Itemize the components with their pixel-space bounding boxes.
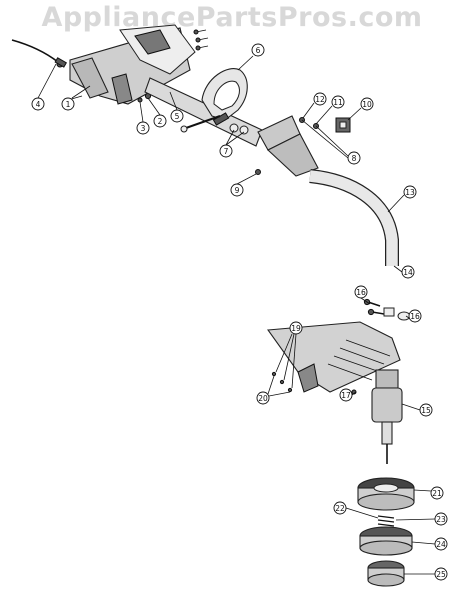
coupler-nut bbox=[255, 169, 261, 175]
callout-4: 4 bbox=[31, 97, 45, 111]
callout-number: 8 bbox=[352, 154, 357, 163]
callout-1: 1 bbox=[61, 97, 75, 111]
spool-housing bbox=[357, 477, 415, 511]
callout-3: 3 bbox=[136, 121, 150, 135]
debris-shield bbox=[266, 321, 401, 395]
callout-number: 2 bbox=[158, 117, 163, 126]
throttle-cable bbox=[11, 39, 68, 68]
callout-number: 24 bbox=[436, 540, 446, 549]
callout-23: 23 bbox=[434, 512, 448, 526]
gear-head bbox=[371, 369, 403, 464]
callout-number: 16 bbox=[410, 312, 420, 321]
callout-number: 14 bbox=[403, 268, 413, 277]
leader-lines bbox=[37, 55, 436, 575]
callout-number: 22 bbox=[335, 504, 345, 513]
callout-number: 15 bbox=[421, 406, 431, 415]
callout-13: 13 bbox=[403, 185, 417, 199]
callout-number: 3 bbox=[141, 124, 146, 133]
callout-9: 9 bbox=[230, 183, 244, 197]
deflector-bolts bbox=[363, 298, 411, 321]
loop-handle bbox=[201, 68, 248, 126]
shaft-coupler bbox=[257, 115, 351, 177]
callout-number: 17 bbox=[341, 391, 351, 400]
callout-7: 7 bbox=[219, 144, 233, 158]
callout-labels: 1234567891011121314151616171920212223242… bbox=[31, 43, 448, 581]
spring bbox=[377, 515, 395, 527]
callout-number: 21 bbox=[432, 489, 442, 498]
callout-24: 24 bbox=[434, 537, 448, 551]
callout-number: 20 bbox=[258, 394, 268, 403]
callout-16: 16 bbox=[408, 309, 422, 323]
callout-15: 15 bbox=[419, 403, 433, 417]
callout-number: 10 bbox=[362, 100, 372, 109]
callout-21: 21 bbox=[430, 486, 444, 500]
callout-number: 6 bbox=[256, 46, 261, 55]
callout-number: 25 bbox=[436, 570, 446, 579]
handle-bolt bbox=[180, 115, 249, 135]
callout-number: 13 bbox=[405, 188, 415, 197]
callout-number: 9 bbox=[235, 186, 240, 195]
callout-12: 12 bbox=[313, 92, 327, 106]
callout-number: 11 bbox=[333, 98, 343, 107]
callout-number: 4 bbox=[36, 100, 41, 109]
callout-8: 8 bbox=[347, 151, 361, 165]
callout-17: 17 bbox=[339, 388, 353, 402]
callout-number: 23 bbox=[436, 515, 446, 524]
callout-number: 1 bbox=[66, 100, 71, 109]
callout-number: 19 bbox=[291, 324, 301, 333]
callout-16: 16 bbox=[354, 285, 368, 299]
callout-10: 10 bbox=[360, 97, 374, 111]
callout-20: 20 bbox=[256, 391, 270, 405]
callout-6: 6 bbox=[251, 43, 265, 57]
callout-number: 7 bbox=[224, 147, 229, 156]
callout-2: 2 bbox=[153, 114, 167, 128]
callout-11: 11 bbox=[331, 95, 345, 109]
bump-knob bbox=[367, 560, 405, 587]
watermark: AppliancePartsPros.com bbox=[41, 2, 423, 33]
callout-14: 14 bbox=[401, 265, 415, 279]
lower-curved-shaft bbox=[309, 169, 399, 266]
callout-25: 25 bbox=[434, 567, 448, 581]
callout-19: 19 bbox=[289, 321, 303, 335]
callout-number: 12 bbox=[315, 95, 325, 104]
callout-22: 22 bbox=[333, 501, 347, 515]
spool bbox=[359, 526, 413, 556]
callout-number: 5 bbox=[175, 112, 180, 121]
callout-number: 16 bbox=[356, 288, 366, 297]
callout-5: 5 bbox=[170, 109, 184, 123]
engine-handle-housing bbox=[67, 24, 196, 105]
